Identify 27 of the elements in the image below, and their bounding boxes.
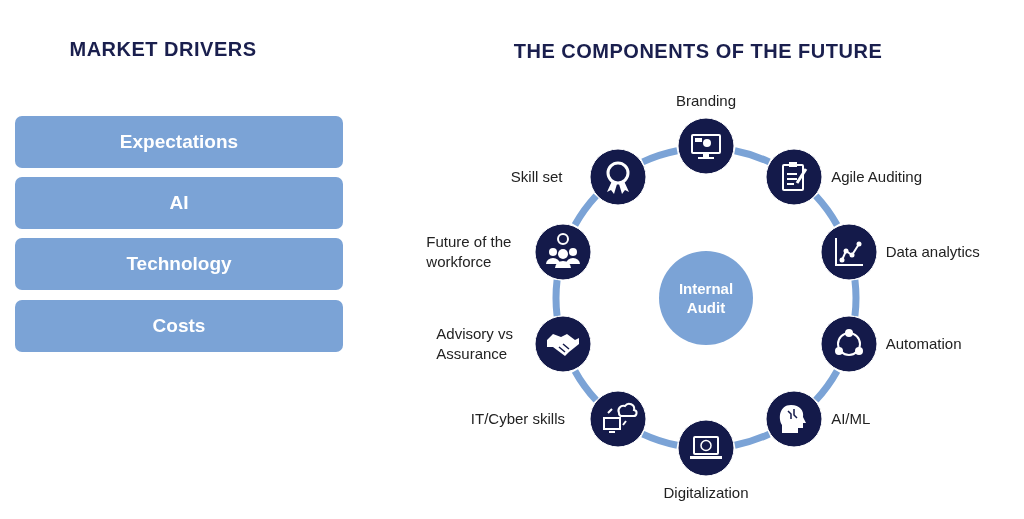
heading: THE COMPONENTS OF THE FUTURE [513,40,883,63]
ring-connector [552,279,561,317]
ring-connector [571,193,599,227]
driver-box: Technology [15,238,343,290]
component-label: Future of the workforce [426,231,513,272]
component-label: IT/Cyber skills [470,409,566,430]
component-label: Skill set [510,166,564,187]
component-label: Automation [885,334,963,355]
ring-connector [813,193,841,227]
ring-connector [641,430,678,449]
ring-connector [813,369,841,403]
ring-connector [571,369,599,403]
ring-connector [734,147,771,166]
component-label: Advisory vs Assurance [436,324,514,365]
component-label: Agile Auditing [831,166,924,187]
ring-connector [734,430,771,449]
driver-box: AI [15,177,343,229]
ring-connector [641,147,678,166]
driver-box: Costs [15,300,343,352]
center-circle: Internal Audit [659,251,753,345]
component-label: AI/ML [831,409,872,430]
driver-box: Expectations [15,116,343,168]
component-label: Digitalization [662,483,750,503]
ring-connector [851,279,860,317]
component-label: Branding [674,91,737,111]
component-label: Data analytics [885,241,981,262]
heading: MARKET DRIVERS [69,38,257,61]
